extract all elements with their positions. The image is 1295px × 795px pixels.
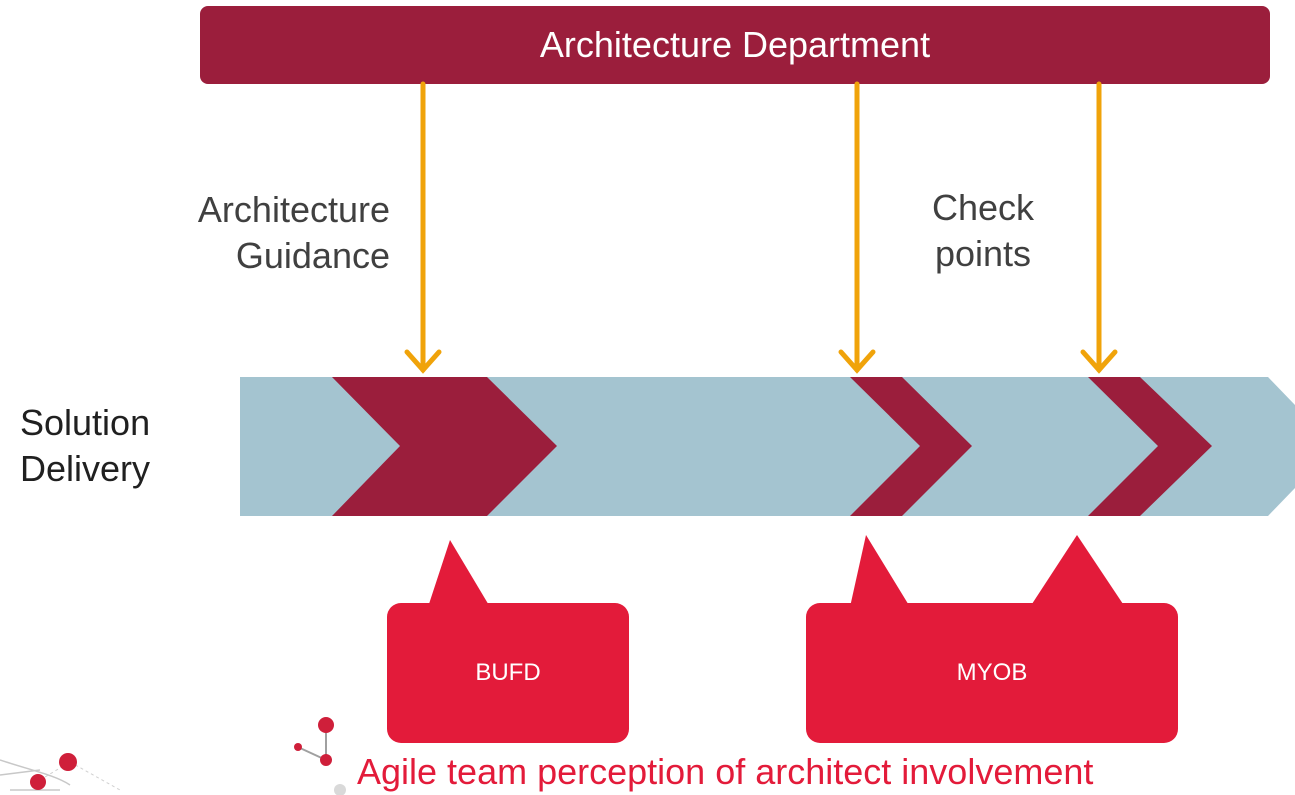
- guidance-arrow: [404, 81, 442, 374]
- architecture-department-title: Architecture Department: [539, 24, 931, 65]
- checkpoint-arrow-2: [1080, 81, 1118, 374]
- bufd-callout: [387, 540, 629, 743]
- checkpoints-line-2: points: [934, 233, 1032, 274]
- delivery-line-2: Delivery: [20, 448, 151, 489]
- network-graphic-left: [0, 753, 121, 791]
- solution-delivery-label: Solution Delivery: [20, 400, 220, 492]
- bufd-chevron: [332, 377, 557, 516]
- bufd-callout-text: BUFD: [475, 659, 541, 686]
- guidance-line-2: Guidance: [235, 235, 390, 276]
- checkpoint-chevron-2: [1088, 377, 1212, 516]
- caption-text: Agile team perception of architect invol…: [357, 751, 1094, 792]
- delivery-line-1: Solution: [20, 402, 151, 443]
- architecture-guidance-label: Architecture Guidance: [150, 187, 390, 279]
- network-graphic-caption: [294, 717, 346, 795]
- checkpoint-chevron-1: [850, 377, 972, 516]
- checkpoints-label: Check points: [898, 185, 1068, 277]
- checkpoint-arrow-1: [838, 81, 876, 374]
- architecture-department-bar: Architecture Department: [200, 6, 1270, 84]
- guidance-line-1: Architecture: [197, 189, 390, 230]
- myob-callout-text: MYOB: [956, 659, 1028, 686]
- checkpoints-line-1: Check: [931, 187, 1035, 228]
- myob-callout: [806, 535, 1178, 743]
